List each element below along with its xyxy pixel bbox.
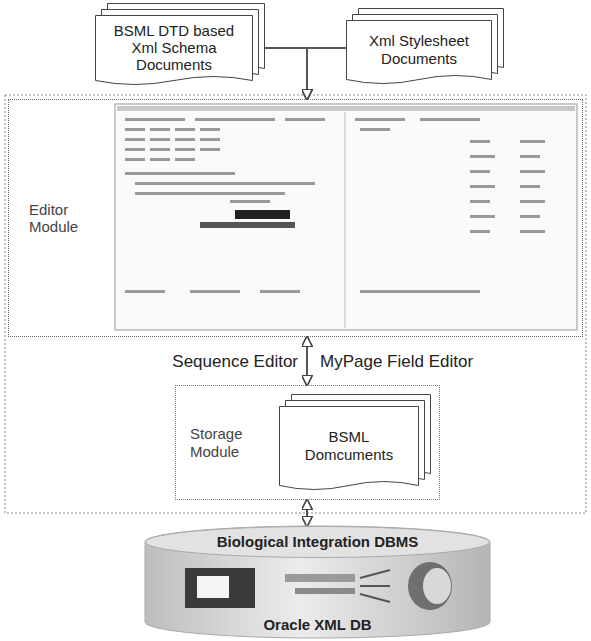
database-cylinder: Biological Integration DBMS Oracle XML DB (145, 526, 490, 638)
node-text: Biological Integration DBMS (217, 533, 419, 550)
node-text: Oracle XML DB (263, 616, 371, 633)
outer-frame (5, 95, 586, 513)
module-panel: BSML Domcuments Storage Module (175, 385, 440, 500)
document-stack: BSML Domcuments (279, 394, 431, 494)
connector-arrow (306, 337, 308, 385)
node-text: Editor Module (29, 201, 115, 236)
database-icons (185, 562, 452, 610)
editor-label: Sequence Editor (100, 352, 298, 372)
text-area: BSML Domcuments (279, 406, 419, 485)
module-panel: Editor Module (8, 99, 583, 337)
document-stack: BSML DTD based Xml Schema Documents (95, 3, 265, 89)
text-area: Storage Module (190, 386, 276, 499)
node-text: Storage Module (190, 425, 276, 460)
node-text: BSML DTD based Xml Schema Documents (103, 22, 245, 74)
text-area: BSML DTD based Xml Schema Documents (95, 15, 253, 80)
node-text: BSML Domcuments (287, 428, 411, 463)
text-area: Editor Module (29, 100, 115, 336)
editor-label: MyPage Field Editor (320, 352, 540, 372)
text-area: Xml Stylesheet Documents (346, 20, 492, 79)
connector-arrow (306, 500, 308, 526)
connector-arrow (307, 48, 346, 99)
text-area: Biological Integration DBMS Oracle XML DB (145, 526, 490, 638)
connector-arrow (265, 48, 307, 99)
document-stack: Xml Stylesheet Documents (346, 8, 504, 88)
editor-screenshot (115, 104, 577, 330)
node-text: Xml Stylesheet Documents (354, 32, 484, 67)
